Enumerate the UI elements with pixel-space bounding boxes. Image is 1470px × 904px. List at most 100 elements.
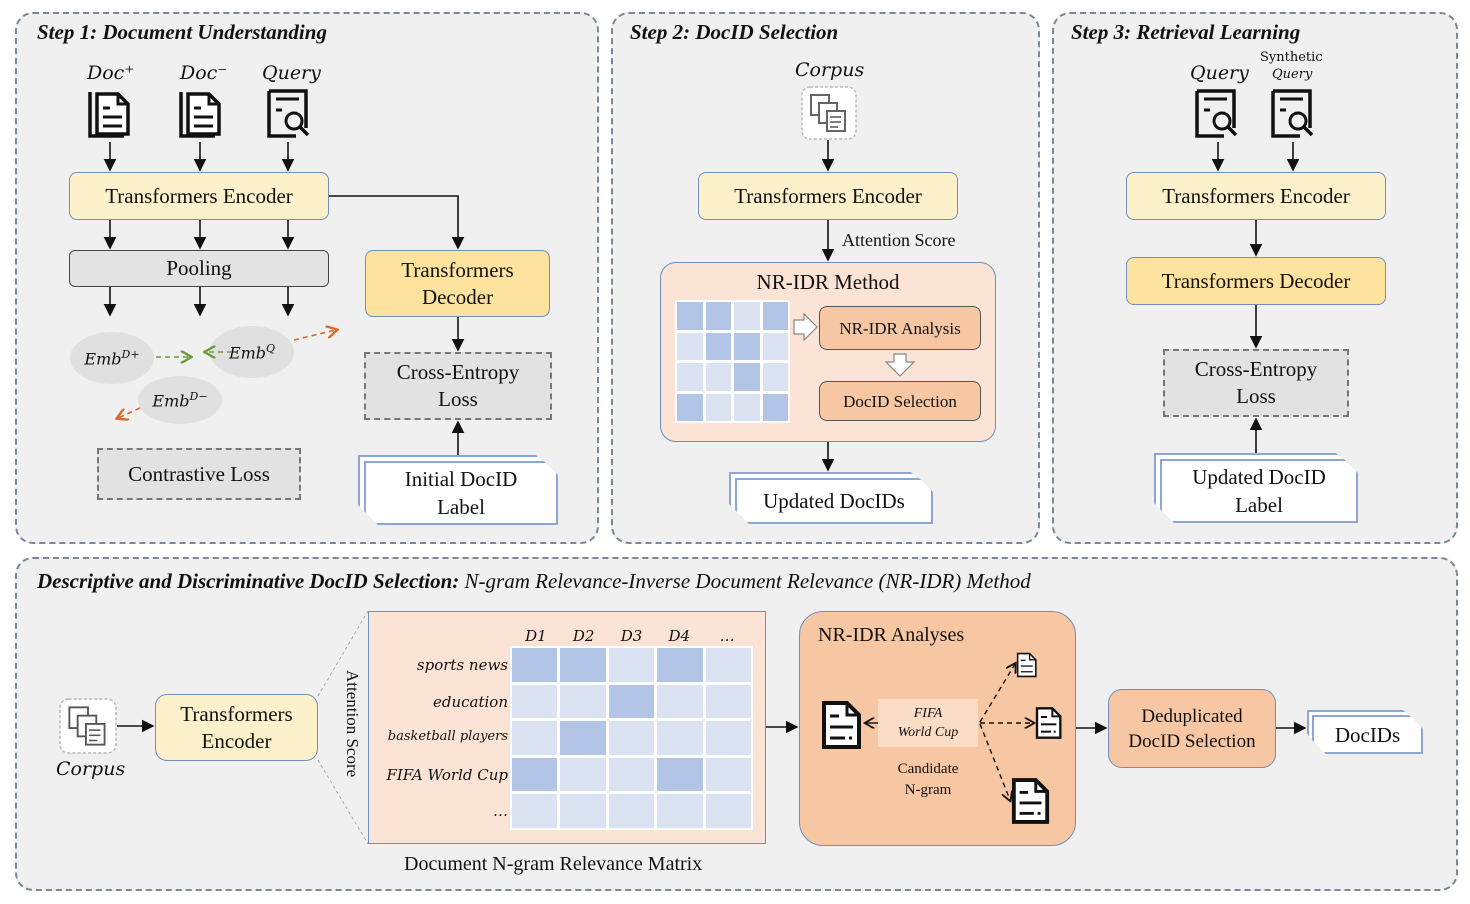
relevance-cell <box>560 684 606 719</box>
relevance-cell <box>657 757 703 792</box>
step3-encoder: Transformers Encoder <box>1126 172 1386 220</box>
updated-docids-label: Updated DocIDs <box>735 478 933 524</box>
decoder-line1: Transformers <box>401 257 514 282</box>
step3-title: Step 3: Retrieval Learning <box>1071 20 1301 44</box>
matrix-column-header: D1 <box>525 627 547 645</box>
updated-docid-line2: Label <box>1235 493 1283 517</box>
ce-loss-line2: Loss <box>438 387 478 411</box>
doc-neg-label: Doc⁻ <box>180 62 228 84</box>
matrix-cell <box>762 332 788 360</box>
initial-docid-line1: Initial DocID <box>404 467 518 491</box>
emb-pos-ellipse: EmbD+ <box>70 332 154 384</box>
dedup-docid-selection-box: Deduplicated DocID Selection <box>1108 689 1276 768</box>
synthetic-query-search-icon <box>1271 89 1314 138</box>
relevance-cell <box>608 684 655 719</box>
relevance-cell <box>608 757 655 792</box>
matrix-cell <box>762 302 788 330</box>
emb-q-label: EmbQ <box>228 341 276 363</box>
step3-query-label: Query <box>1190 62 1249 84</box>
matrix-cell <box>677 302 703 330</box>
document-icon <box>88 92 130 138</box>
relevance-cell <box>705 794 751 828</box>
bottom-attention-label: Attention Score <box>343 670 362 778</box>
relevance-cell <box>560 721 606 755</box>
corpus-icon <box>801 86 857 140</box>
matrix-cell <box>762 363 788 391</box>
candidate-line1: Candidate <box>897 761 959 777</box>
relevance-cell <box>512 684 558 719</box>
updated-docids-stack: Updated DocIDs <box>729 472 933 524</box>
matrix-cell <box>734 393 760 421</box>
contrastive-loss-box: Contrastive Loss <box>97 448 301 500</box>
docid-selection-box: DocID Selection <box>819 381 981 421</box>
relevance-cell <box>705 721 751 755</box>
relevance-cell <box>560 648 606 682</box>
relevance-cell <box>512 757 558 792</box>
matrix-cell <box>705 302 731 330</box>
relevance-cell <box>657 794 703 828</box>
relevance-cell <box>705 648 751 682</box>
docids-output-stack: DocIDs <box>1307 710 1423 754</box>
candidate-line2: N-gram <box>904 782 952 798</box>
candidate-document-icon <box>1011 778 1050 824</box>
matrix-cell <box>734 302 760 330</box>
step1-ce-loss-box: Cross-Entropy Loss <box>364 352 552 420</box>
relevance-cell <box>560 757 606 792</box>
matrix-cell <box>677 393 703 421</box>
pooling-box: Pooling <box>69 250 329 287</box>
candidate-document-icon <box>1035 707 1062 739</box>
query-label: Query <box>262 62 321 84</box>
relevance-cell <box>512 794 558 828</box>
step2-title: Step 2: DocID Selection <box>630 20 839 44</box>
initial-docid-label-stack: Initial DocID Label <box>358 455 558 525</box>
nr-idr-method-title: NR-IDR Method <box>756 270 900 294</box>
encoder-line1: Transformers <box>180 701 293 726</box>
relevance-cell <box>512 721 558 755</box>
step2-encoder: Transformers Encoder <box>698 172 958 220</box>
relevance-cell <box>608 794 655 828</box>
relevance-cell <box>608 721 655 755</box>
matrix-cell <box>762 393 788 421</box>
ce-loss-line2: Loss <box>1236 384 1276 408</box>
initial-docid-line2: Label <box>437 495 485 519</box>
relevance-cell <box>705 757 751 792</box>
emb-pos-label: EmbD+ <box>84 347 140 369</box>
step3-ce-loss-box: Cross-Entropy Loss <box>1163 349 1349 417</box>
step1-encoder: Transformers Encoder <box>69 172 329 220</box>
ngram-line2: World Cup <box>897 725 959 740</box>
ce-loss-line1: Cross-Entropy <box>396 360 520 384</box>
matrix-cell <box>705 393 731 421</box>
query-search-icon <box>1195 89 1238 138</box>
step3-decoder: Transformers Decoder <box>1126 257 1386 305</box>
bottom-relevance-grid <box>510 646 753 830</box>
updated-docid-line1: Updated DocID <box>1192 465 1326 489</box>
matrix-row-label: sports news <box>416 656 508 674</box>
synthetic-query-label-1: Synthetic <box>1260 50 1323 65</box>
relevance-cell <box>512 648 558 682</box>
nr-idr-analyses-title: NR-IDR Analyses <box>818 624 965 646</box>
relevance-cell <box>560 794 606 828</box>
bottom-title: Descriptive and Discriminative DocID Sel… <box>37 569 1031 594</box>
matrix-column-header: … <box>719 627 735 645</box>
ce-loss-line1: Cross-Entropy <box>1194 357 1318 381</box>
matrix-cell <box>705 363 731 391</box>
matrix-cell <box>705 332 731 360</box>
relevance-cell <box>608 648 655 682</box>
matrix-column-header: D4 <box>668 627 691 645</box>
doc-pos-label: Doc⁺ <box>87 62 135 84</box>
bottom-title-rest: N-gram Relevance-Inverse Document Releva… <box>459 569 1031 593</box>
bottom-title-bold: Descriptive and Discriminative DocID Sel… <box>37 569 460 593</box>
matrix-column-header: D2 <box>572 627 595 645</box>
bottom-encoder: Transformers Encoder <box>155 694 318 761</box>
matrix-cell <box>677 332 703 360</box>
step2-relevance-grid <box>675 300 790 423</box>
dedup-line2: DocID Selection <box>1128 730 1256 752</box>
bottom-corpus-label: Corpus <box>56 758 126 780</box>
matrix-column-header: D3 <box>620 627 643 645</box>
matrix-row-label: education <box>433 692 508 711</box>
emb-neg-ellipse: EmbD− <box>138 376 222 424</box>
corpus-icon <box>59 698 117 754</box>
matrix-cell <box>734 332 760 360</box>
relevance-cell <box>657 684 703 719</box>
docids-output-label: DocIDs <box>1312 715 1423 754</box>
